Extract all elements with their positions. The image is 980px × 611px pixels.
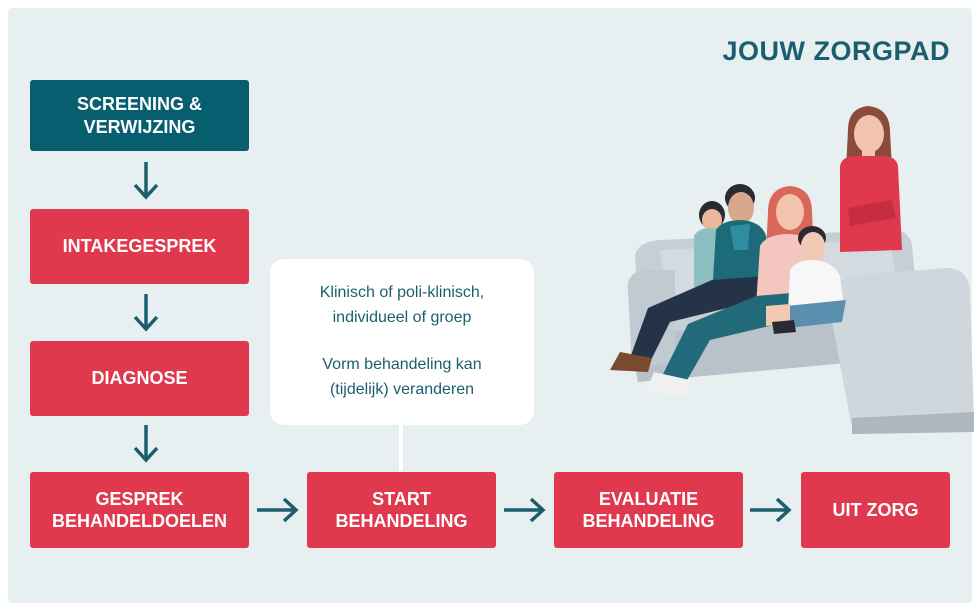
arrow-right-icon <box>504 497 546 523</box>
step-gesprek-behandeldoelen-label: GESPREK BEHANDELDOELEN <box>51 488 227 532</box>
arrow-down-icon <box>133 162 159 200</box>
step-diagnose: DIAGNOSE <box>30 341 249 416</box>
family-on-sofa-illustration <box>610 106 974 434</box>
arrow-down-icon <box>133 294 159 332</box>
page-title: JOUW ZORGPAD <box>722 36 950 66</box>
step-gesprek-behandeldoelen: GESPREK BEHANDELDOELEN <box>30 472 249 548</box>
step-start-behandeling: START BEHANDELING <box>307 472 496 548</box>
step-screening-label: SCREENING & VERWIJZING <box>76 94 202 137</box>
step-uit-zorg: UIT ZORG <box>801 472 950 548</box>
step-intakegesprek: INTAKEGESPREK <box>30 209 249 284</box>
step-uit-zorg-label: UIT ZORG <box>832 499 919 520</box>
step-diagnose-label: DIAGNOSE <box>91 368 188 389</box>
arrow-right-icon <box>750 497 792 523</box>
step-screening: SCREENING & VERWIJZING <box>30 80 249 151</box>
step-start-behandeling-label: START BEHANDELING <box>335 488 468 532</box>
arrow-down-icon <box>133 425 159 463</box>
step-evaluatie-behandeling-label: EVALUATIE BEHANDELING <box>582 488 715 532</box>
step-intakegesprek-label: INTAKEGESPREK <box>62 236 217 257</box>
step-evaluatie-behandeling: EVALUATIE BEHANDELING <box>554 472 743 548</box>
arrow-right-icon <box>257 497 299 523</box>
treatment-note-line1: Klinisch of poli-klinisch, individueel o… <box>319 284 485 327</box>
treatment-note-line2: Vorm behandeling kan (tijdelijk) verande… <box>322 356 482 398</box>
callout-connector <box>399 425 403 471</box>
treatment-note-callout: Klinisch of poli-klinisch, individueel o… <box>270 259 534 425</box>
